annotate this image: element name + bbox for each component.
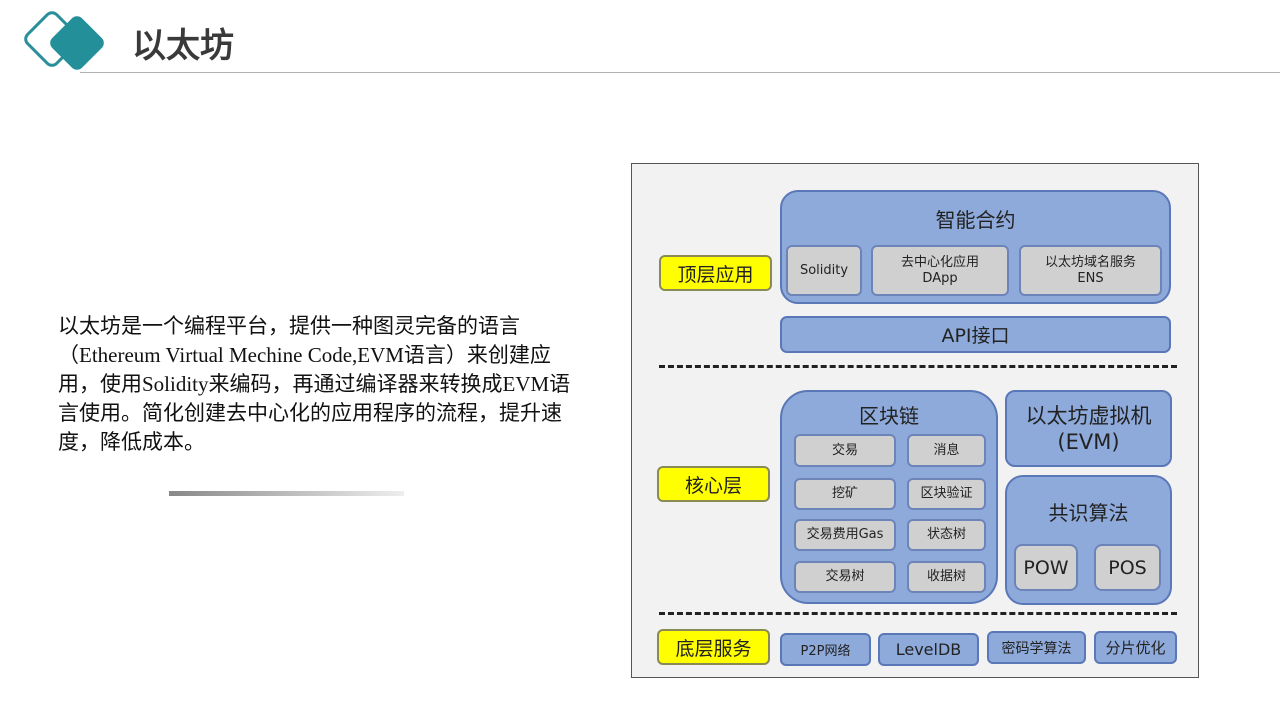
bc-item: 状态树: [907, 519, 986, 551]
bc-item: 收据树: [907, 561, 986, 593]
bc-item: 交易树: [794, 561, 896, 593]
api-box: API接口: [780, 316, 1171, 353]
p2p-box: P2P网络: [780, 633, 871, 666]
box-label: Solidity: [799, 262, 849, 278]
evm-subtitle: (EVM): [1057, 429, 1120, 454]
bc-item: 交易: [794, 434, 896, 467]
crypto-box: 密码学算法: [987, 631, 1086, 664]
bottom-layer-label: 底层服务: [657, 629, 770, 665]
box-sublabel: DApp: [922, 270, 958, 286]
dashed-divider: [659, 612, 1177, 615]
dashed-divider: [659, 365, 1177, 368]
gradient-divider: [169, 491, 404, 496]
sharding-box: 分片优化: [1094, 631, 1177, 664]
pow-box: POW: [1014, 544, 1078, 591]
pos-box: POS: [1094, 544, 1161, 591]
smart-contract-title: 智能合约: [935, 208, 1016, 232]
box-label: 去中心化应用: [900, 254, 979, 270]
bc-item: 消息: [907, 434, 986, 467]
box-sublabel: ENS: [1077, 270, 1104, 286]
leveldb-box: LevelDB: [878, 633, 979, 666]
bc-item: 交易费用Gas: [794, 519, 896, 551]
evm-title: 以太坊虚拟机: [1025, 403, 1152, 428]
evm-box: 以太坊虚拟机(EVM): [1005, 390, 1172, 467]
header-divider: [80, 72, 1280, 73]
description-paragraph: 以太坊是一个编程平台，提供一种图灵完备的语言（Ethereum Virtual …: [58, 314, 571, 454]
blockchain-title: 区块链: [859, 404, 919, 428]
top-layer-label: 顶层应用: [659, 255, 772, 291]
bc-item: 区块验证: [907, 478, 986, 510]
page-title: 以太坊: [132, 26, 234, 66]
core-layer-label: 核心层: [657, 466, 770, 502]
consensus-title: 共识算法: [1048, 501, 1129, 525]
solidity-box: Solidity: [786, 245, 862, 296]
box-label: 以太坊域名服务: [1044, 254, 1136, 270]
bc-item: 挖矿: [794, 478, 896, 510]
